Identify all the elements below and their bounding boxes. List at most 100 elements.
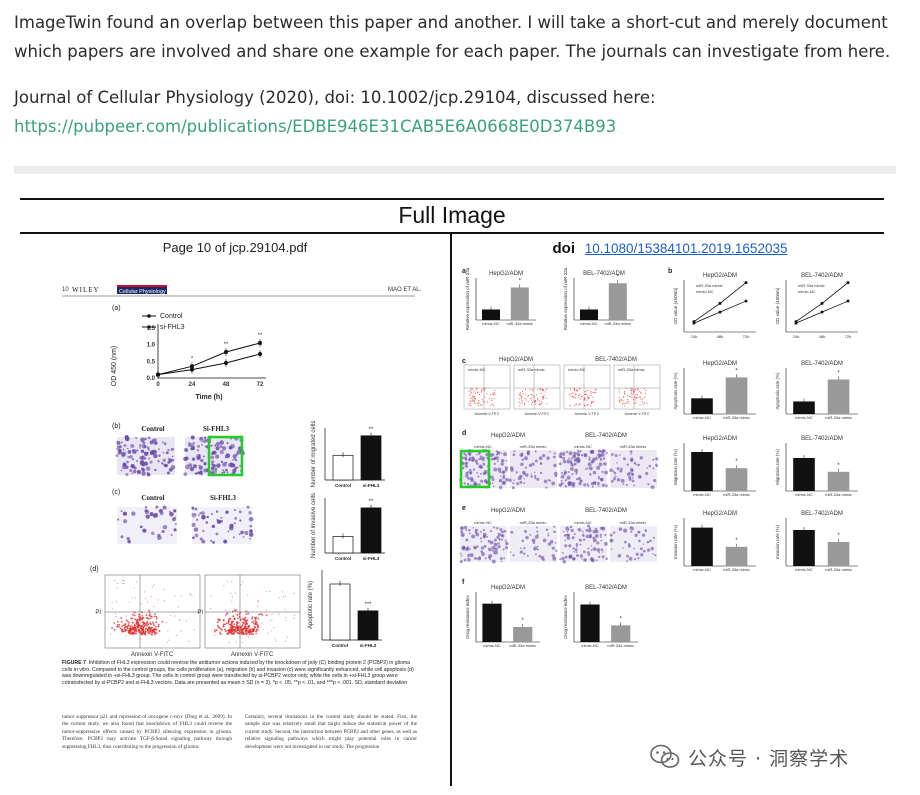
rp-stained-cell bbox=[547, 534, 550, 537]
flow-event-sparse bbox=[111, 607, 113, 610]
rp-flow-event bbox=[569, 404, 571, 407]
rp-stained-cell bbox=[536, 545, 539, 548]
rp-stained-cell bbox=[534, 553, 537, 556]
doi-link[interactable]: 10.1080/15384101.2019.1652035 bbox=[584, 241, 788, 256]
stained-cell bbox=[205, 521, 209, 524]
stained-cell bbox=[149, 440, 154, 445]
rp-ylabel: Apoptosis rate (%) bbox=[775, 372, 780, 410]
stained-cell bbox=[132, 458, 135, 461]
flow-event bbox=[144, 630, 147, 633]
flow-event-sparse bbox=[131, 597, 133, 599]
flow-event bbox=[230, 631, 233, 634]
stained-cell bbox=[196, 518, 199, 521]
flow-event bbox=[128, 632, 131, 634]
stained-cell bbox=[170, 533, 173, 536]
rp-flow-event bbox=[630, 389, 633, 392]
stained-cell bbox=[132, 469, 137, 474]
rp-stained-cell bbox=[491, 475, 494, 479]
flow-event-sparse bbox=[223, 585, 225, 587]
rp-stained-cell bbox=[587, 551, 590, 554]
stained-cell bbox=[146, 471, 149, 474]
rp-line-ylabel: OD value (450nm) bbox=[775, 287, 780, 324]
rp-flow-event bbox=[570, 395, 572, 397]
rp-stained-cell bbox=[595, 457, 598, 460]
rp-stained-cell bbox=[577, 528, 582, 532]
rp-flow-event bbox=[529, 397, 532, 400]
stained-cell bbox=[167, 448, 170, 452]
flow-event bbox=[224, 628, 226, 631]
rp-flow-event bbox=[632, 388, 634, 390]
pubpeer-link[interactable]: https://pubpeer.com/publications/EDBE946… bbox=[14, 117, 617, 136]
flow-event bbox=[141, 630, 144, 633]
rp-sig: * bbox=[837, 533, 840, 539]
rp-stained-cell bbox=[652, 458, 655, 461]
rp-sig: * bbox=[735, 368, 738, 374]
rp-flow-event bbox=[541, 388, 543, 390]
stained-cell bbox=[215, 454, 220, 459]
rp-stained-cell bbox=[467, 553, 471, 557]
rp-bar-category: mimic-NC bbox=[580, 321, 598, 326]
rp-stained-cell bbox=[601, 555, 605, 559]
stained-cell bbox=[131, 472, 134, 475]
rp-stained-cell bbox=[572, 547, 575, 550]
stained-cell bbox=[171, 458, 175, 462]
rp-flow-event bbox=[629, 395, 631, 398]
rp-stained-cell bbox=[552, 455, 556, 459]
rp-stained-cell bbox=[536, 548, 540, 551]
flow-event-sparse bbox=[278, 613, 280, 615]
stained-cell bbox=[188, 463, 193, 468]
rp-invasion-image bbox=[610, 526, 657, 562]
rp-flow-event bbox=[519, 405, 521, 407]
flow-event-sparse bbox=[241, 581, 244, 583]
stained-cell bbox=[136, 470, 141, 475]
rp-stained-cell bbox=[483, 544, 486, 547]
rp-chart-title: BEL-7402/ADM bbox=[583, 271, 625, 277]
rp-flow-label: mimic-NC bbox=[568, 367, 586, 372]
stained-cell bbox=[201, 443, 203, 446]
bar-category: si-FHL3 bbox=[363, 483, 380, 488]
rp-stained-cell bbox=[600, 548, 604, 551]
rp-flow-event bbox=[579, 403, 581, 405]
rp-stained-cell bbox=[560, 479, 563, 482]
rp-stained-cell bbox=[587, 484, 590, 487]
flow-event bbox=[242, 618, 244, 621]
rp-stained-cell bbox=[493, 526, 496, 529]
flow-event bbox=[247, 612, 250, 615]
stained-cell bbox=[135, 437, 138, 439]
flow-event-sparse bbox=[257, 600, 259, 603]
rp-flow-event bbox=[476, 403, 478, 405]
rp-flow-event bbox=[618, 399, 620, 401]
rp-stained-cell bbox=[461, 554, 463, 557]
flow-event-sparse bbox=[153, 606, 155, 608]
flow-event bbox=[227, 632, 230, 635]
rp-stained-cell bbox=[469, 470, 473, 474]
rp-stained-cell bbox=[530, 473, 532, 475]
rp-stained-cell bbox=[488, 556, 491, 559]
flow-event-sparse bbox=[284, 617, 287, 619]
flow-event-sparse bbox=[114, 613, 116, 615]
rp-stained-cell bbox=[491, 549, 494, 552]
rp-stained-cell bbox=[491, 559, 496, 564]
flow-ylabel-2: PI bbox=[197, 610, 203, 616]
flow-event bbox=[232, 615, 235, 618]
rp-bar-nc bbox=[691, 398, 713, 414]
flow-event bbox=[234, 609, 237, 612]
flow-event bbox=[131, 627, 134, 630]
rp-stained-cell bbox=[484, 557, 487, 560]
rp-flow-event bbox=[518, 393, 520, 395]
stained-cell bbox=[162, 458, 166, 463]
flow-event bbox=[236, 627, 239, 630]
rp-time-tick: 72h bbox=[743, 334, 750, 339]
flow-event-sparse bbox=[257, 599, 259, 601]
rp-stained-cell bbox=[468, 532, 471, 535]
stained-cell bbox=[136, 449, 139, 452]
rp-stained-cell bbox=[463, 558, 467, 562]
rp-point-nc bbox=[718, 301, 722, 305]
panel-c-label: (c) bbox=[112, 489, 120, 496]
rp-flow-event bbox=[474, 402, 476, 404]
stained-cell bbox=[190, 435, 195, 440]
stained-cell bbox=[148, 457, 151, 460]
rp-stained-cell bbox=[553, 452, 556, 455]
flow-event bbox=[155, 615, 158, 618]
flow-event bbox=[260, 612, 262, 615]
